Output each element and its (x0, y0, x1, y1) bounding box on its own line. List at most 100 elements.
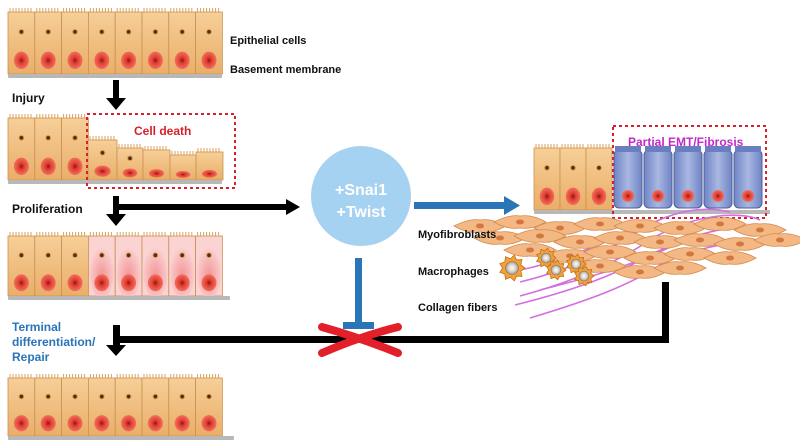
myofibroblast-icon (493, 215, 547, 229)
nucleus (13, 415, 29, 432)
label-twist: +Twist (336, 204, 386, 221)
nucleus (686, 251, 694, 257)
epithelial-cell (559, 144, 587, 211)
epithelium-healthy (7, 8, 223, 78)
label-terminal-line2: differentiation/ (12, 335, 96, 349)
nucleus (122, 168, 138, 178)
epithelial-cell (114, 232, 143, 299)
macrophage-cluster (499, 247, 595, 287)
epithelial-cell (7, 232, 36, 297)
myofibroblast-icon (733, 223, 787, 237)
nucleus (201, 274, 217, 292)
nucleus (174, 415, 190, 432)
basement-membrane (8, 180, 222, 184)
nucleus (201, 169, 218, 178)
nucleus (67, 415, 83, 432)
label-epithelial-cells: Epithelial cells (230, 35, 307, 47)
block-x-icon (318, 323, 402, 357)
nucleus (94, 51, 110, 70)
epithelial-cell (141, 232, 170, 299)
nucleus (121, 51, 137, 70)
nucleus (13, 157, 29, 176)
nucleus (147, 415, 163, 432)
myofibroblast-icon (583, 245, 637, 259)
nucleus (40, 274, 56, 292)
nucleus (121, 274, 137, 292)
nucleus (67, 157, 83, 176)
nucleus (94, 165, 111, 177)
label-basement-membrane: Basement membrane (230, 64, 342, 76)
nucleus (676, 225, 684, 231)
myofibroblast-icon (623, 251, 677, 265)
epithelial-cell (195, 374, 223, 437)
nucleus (67, 274, 83, 292)
nucleus (174, 274, 190, 292)
label-cell-death: Cell death (134, 124, 192, 138)
nucleus (13, 51, 29, 70)
basement-membrane (8, 74, 222, 78)
epithelial-cell (195, 232, 223, 299)
epithelial-cell (195, 8, 223, 75)
nucleus (201, 51, 217, 70)
epithelial-cell (114, 8, 143, 75)
epithelial-cell (585, 144, 613, 211)
label-injury: Injury (12, 91, 45, 105)
emt-cell (643, 146, 673, 209)
repair-arrow (106, 282, 669, 356)
epithelial-cell (195, 148, 224, 181)
down-arrow-icon (106, 80, 126, 110)
epithelium-injured (7, 114, 224, 184)
nucleus (596, 221, 604, 227)
nucleus (496, 235, 504, 241)
epithelial-cell (141, 374, 170, 437)
nucleus (646, 255, 654, 261)
epithelial-cell (34, 232, 62, 297)
epithelial-cell (533, 144, 561, 211)
nucleus (676, 265, 684, 271)
nucleus (40, 157, 56, 176)
epithelial-cell (141, 8, 170, 75)
regulator-circle (311, 146, 411, 246)
blue-right-arrow-icon (414, 196, 520, 215)
nucleus (576, 239, 584, 245)
basement-membrane (534, 210, 770, 214)
basement-membrane (8, 436, 234, 440)
epithelial-cell (61, 232, 89, 297)
myofibroblast-layer (453, 215, 800, 279)
epithelial-cell (7, 8, 36, 75)
nucleus (94, 274, 110, 292)
epithelial-cell (142, 146, 171, 181)
nucleus (606, 249, 614, 255)
label-proliferation: Proliferation (12, 202, 83, 216)
emt-cell (733, 146, 763, 209)
epithelial-cell (88, 232, 116, 299)
nucleus (622, 190, 634, 202)
nucleus (147, 274, 163, 292)
nucleus (736, 241, 744, 247)
myofibroblast-icon (473, 231, 527, 245)
inhibition-bar-icon (343, 258, 374, 329)
macrophage-icon (499, 254, 526, 282)
nucleus (716, 221, 724, 227)
right-arrow-icon (286, 199, 300, 215)
proliferation-arrows (106, 196, 300, 226)
label-snai1: +Snai1 (334, 182, 388, 199)
epithelial-cell (7, 114, 36, 181)
epithelial-cell (34, 374, 62, 437)
epithelial-cell (168, 232, 197, 299)
epithelial-cell (168, 374, 197, 437)
cell-death-box (86, 113, 236, 189)
epithelium-partial-emt (533, 144, 770, 214)
nucleus (565, 187, 581, 206)
emt-cell (703, 146, 733, 209)
partial-emt-box (612, 125, 767, 219)
myofibroblast-icon (513, 229, 567, 243)
nucleus (616, 235, 624, 241)
nucleus (175, 171, 191, 178)
nucleus (516, 219, 524, 225)
macrophage-icon (545, 259, 567, 281)
label-partial-emt: Partial EMT/Fibrosis (628, 135, 744, 149)
nucleus (682, 190, 694, 202)
nucleus (756, 227, 764, 233)
